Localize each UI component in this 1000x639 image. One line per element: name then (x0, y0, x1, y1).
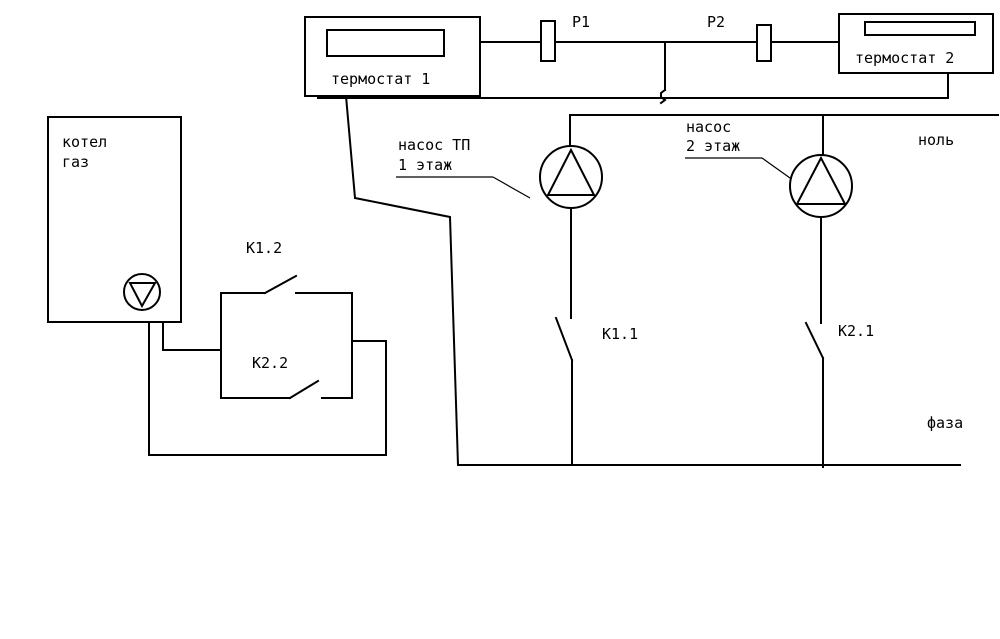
relay-p2-label: P2 (707, 13, 725, 31)
contact-k1-2-label: K1.2 (246, 239, 282, 257)
contact-k2-1: K2.1 (804, 216, 874, 468)
phase-rail: фаза (344, 94, 963, 466)
relay-p1 (540, 20, 556, 62)
pump-2-arrow-icon (795, 155, 847, 205)
neutral-rail: ноль (569, 114, 999, 156)
thermostat-link: P1 P2 (317, 13, 949, 105)
boiler-pump-arrow-icon (128, 282, 157, 309)
contact-k1-1-label: K1.1 (602, 325, 638, 343)
thermostat-1-label: термостат 1 (331, 70, 430, 88)
pump-1-label-line2: 1 этаж (398, 156, 452, 174)
relay-p2 (756, 24, 772, 62)
relay-p1-label: P1 (572, 13, 590, 31)
pump-2: насос 2 этаж (685, 118, 853, 218)
boiler-contacts: K1.2 K2.2 (148, 239, 387, 456)
thermostat-2-display (864, 21, 976, 36)
contact-k2-1-label: K2.1 (838, 322, 874, 340)
gas-boiler-label-line1: котел (62, 133, 107, 151)
thermostat-1: термостат 1 (304, 16, 481, 97)
pump-1: насос ТП 1 этаж (396, 136, 603, 209)
contact-k1-1: K1.1 (554, 207, 638, 466)
thermostat-2-label: термостат 2 (855, 49, 954, 67)
contact-k2-2-label: K2.2 (252, 354, 288, 372)
gas-boiler: котел газ (47, 116, 182, 323)
pump-1-arrow-icon (546, 147, 596, 196)
neutral-label: ноль (918, 131, 954, 149)
thermostat-1-display (326, 29, 445, 57)
pump-1-label-line1: насос ТП (398, 136, 470, 154)
pump-2-label-line1: насос (686, 118, 731, 136)
pump-2-label-line2: 2 этаж (686, 137, 740, 155)
phase-label: фаза (927, 414, 963, 432)
thermostat-2: термостат 2 (838, 13, 994, 74)
gas-boiler-label-line2: газ (62, 153, 89, 171)
